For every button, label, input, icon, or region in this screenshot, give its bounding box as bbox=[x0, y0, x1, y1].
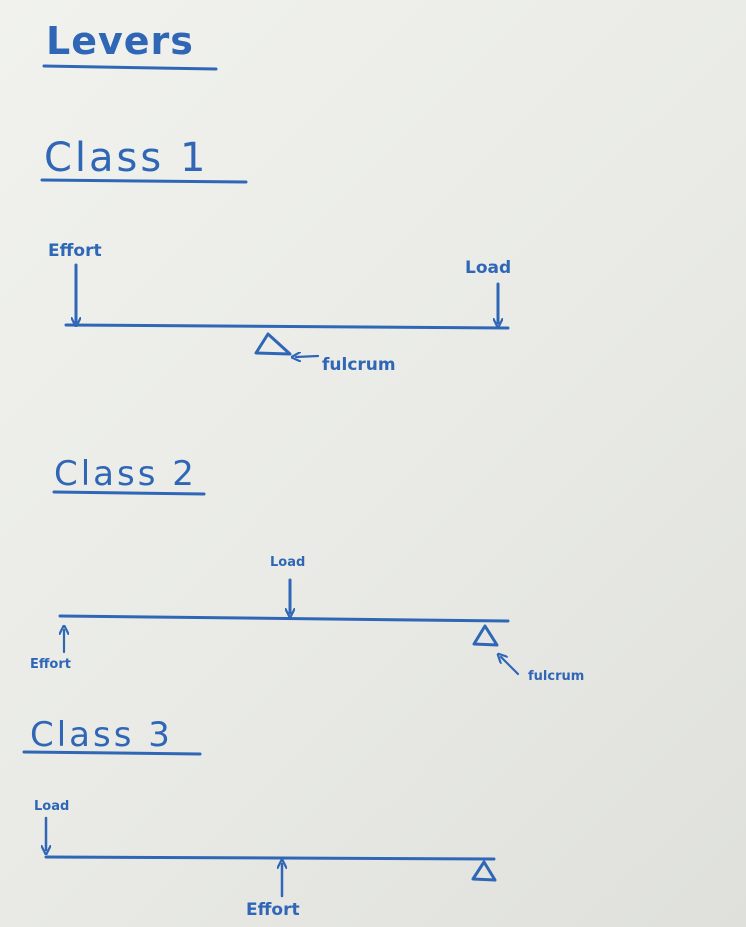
class-1-underline bbox=[40, 178, 248, 184]
title-underline bbox=[42, 64, 218, 71]
class-1-fulcrum-icon bbox=[254, 332, 292, 356]
class-2-fulcrum-label: fulcrum bbox=[528, 669, 585, 684]
class-2-lever-bar bbox=[58, 614, 510, 623]
class-3-effort-label: Effort bbox=[246, 900, 300, 920]
class-3-load-label: Load bbox=[34, 799, 70, 814]
class-1-fulcrum-label: fulcrum bbox=[322, 355, 396, 375]
class-2-load-label: Load bbox=[270, 555, 306, 570]
class-2-effort-label: Effort bbox=[30, 657, 71, 672]
class-2-heading: Class 2 bbox=[54, 454, 197, 494]
class-3-underline bbox=[22, 750, 202, 756]
class-1-lever-bar bbox=[64, 323, 510, 330]
class-3-fulcrum-icon bbox=[471, 860, 497, 882]
board-title: Levers bbox=[46, 19, 194, 63]
class-2-fulcrum-icon bbox=[472, 624, 499, 647]
class-3-lever-bar bbox=[44, 855, 496, 861]
class-1-effort-label: Effort bbox=[48, 241, 102, 261]
class-2-underline bbox=[52, 490, 206, 496]
class-1-fulcrum-pointer bbox=[296, 356, 320, 357]
class-1-heading: Class 1 bbox=[44, 135, 209, 181]
class-2-fulcrum-pointer bbox=[501, 657, 520, 676]
class-3-heading: Class 3 bbox=[30, 715, 173, 755]
class-1-load-label: Load bbox=[465, 258, 512, 278]
